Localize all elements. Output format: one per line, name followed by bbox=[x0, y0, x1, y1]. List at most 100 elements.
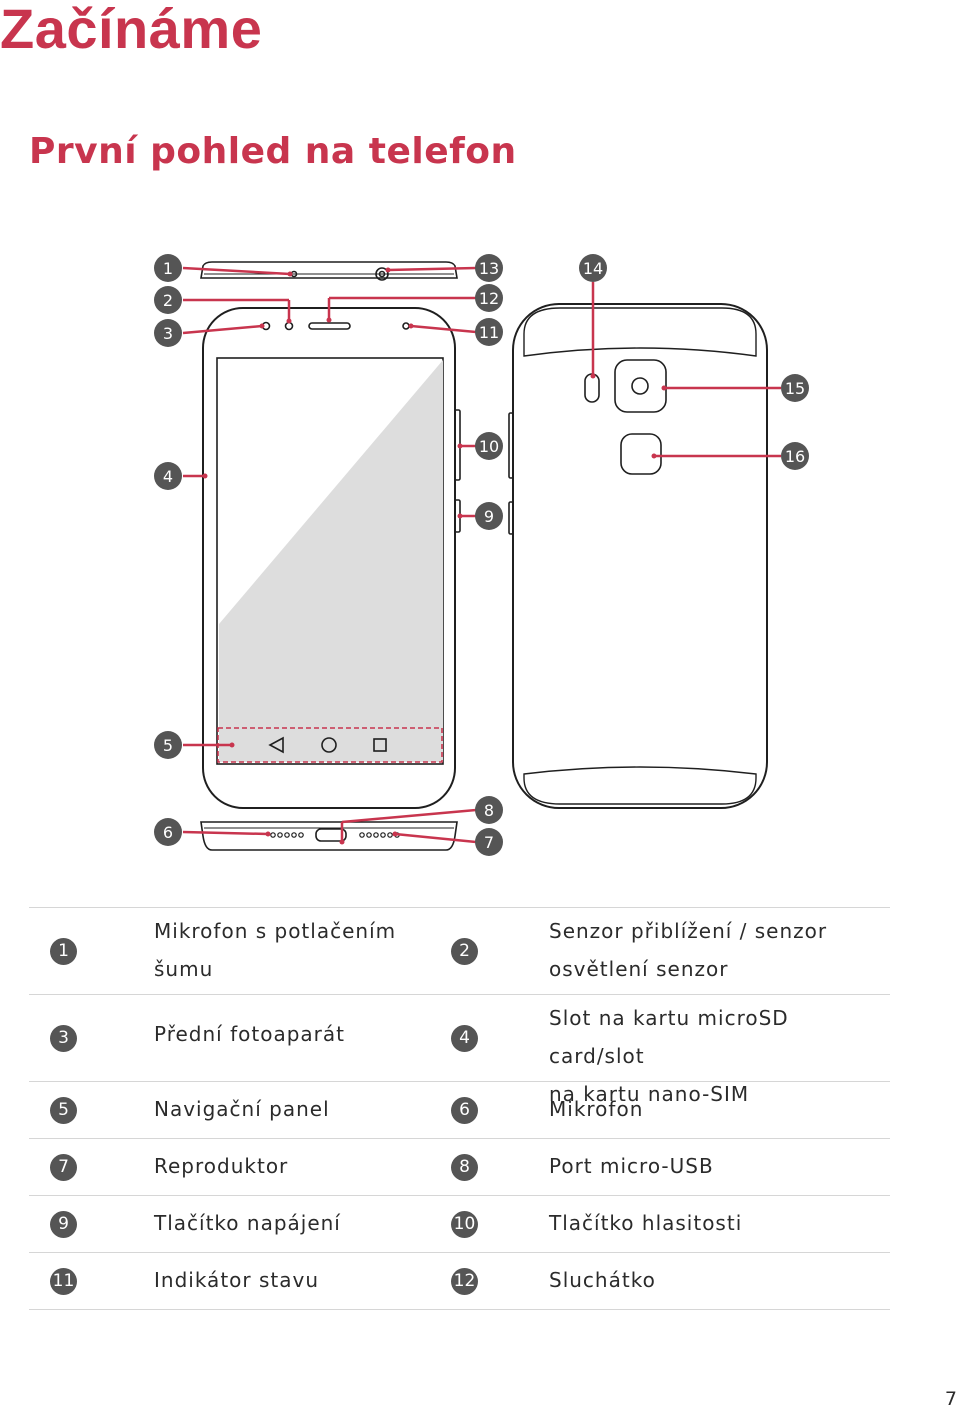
legend-text-line: Reproduktor bbox=[154, 1154, 289, 1178]
phone-top-edge bbox=[200, 261, 458, 279]
legend-number: 12 bbox=[451, 1268, 478, 1295]
legend-description: Slot na kartu microSD card/slot na kartu … bbox=[549, 999, 890, 1113]
legend-description: Port micro-USB bbox=[549, 1147, 714, 1185]
svg-text:3: 3 bbox=[163, 324, 173, 343]
legend-description: Senzor přiblížení / senzor osvětlení senz… bbox=[549, 912, 827, 988]
rear-camera-housing bbox=[614, 359, 667, 413]
callout-2: 2 bbox=[154, 286, 182, 314]
legend-number: 9 bbox=[50, 1211, 77, 1238]
callout-8: 8 bbox=[475, 796, 503, 824]
svg-text:16: 16 bbox=[785, 447, 805, 466]
legend-number: 8 bbox=[451, 1154, 478, 1181]
callout-12: 12 bbox=[475, 284, 503, 312]
page-number: 7 bbox=[944, 1388, 957, 1410]
callout-10: 10 bbox=[475, 432, 503, 460]
legend-description: Tlačítko hlasitosti bbox=[549, 1204, 742, 1242]
legend-text-line: Mikrofon s potlačením bbox=[154, 919, 397, 943]
legend-number: 1 bbox=[50, 938, 77, 965]
svg-text:12: 12 bbox=[479, 289, 499, 308]
legend-description: Sluchátko bbox=[549, 1261, 656, 1299]
legend-text-line: Port micro-USB bbox=[549, 1154, 714, 1178]
legend-description: Tlačítko napájení bbox=[154, 1204, 341, 1242]
callout-3: 3 bbox=[154, 319, 182, 347]
svg-text:5: 5 bbox=[163, 736, 173, 755]
legend-description: Indikátor stavu bbox=[154, 1261, 319, 1299]
legend-row: 3 Přední fotoaparát 4 Slot na kartu microSD… bbox=[29, 994, 890, 1106]
proximity-sensor-icon bbox=[284, 321, 294, 331]
svg-text:14: 14 bbox=[583, 259, 603, 278]
callout-16: 16 bbox=[781, 442, 809, 470]
callout-15: 15 bbox=[781, 374, 809, 402]
status-indicator-icon bbox=[402, 322, 410, 330]
svg-text:15: 15 bbox=[785, 379, 805, 398]
legend-text-line: Sluchátko bbox=[549, 1268, 656, 1292]
legend-number: 3 bbox=[50, 1025, 77, 1052]
legend-number: 11 bbox=[50, 1268, 77, 1295]
callout-1: 1 bbox=[154, 254, 182, 282]
speaker-holes bbox=[359, 832, 400, 838]
legend-description: Navigační panel bbox=[154, 1090, 330, 1128]
micro-usb-port-icon bbox=[315, 828, 347, 842]
nav-recent-icon bbox=[373, 738, 387, 752]
headset-jack-icon bbox=[375, 267, 389, 281]
legend-text-line: osvětlení senzor bbox=[549, 957, 729, 981]
legend-text-line: Přední fotoaparát bbox=[154, 1022, 345, 1046]
legend-row: 7 Reproduktor 8 Port micro-USB bbox=[29, 1138, 890, 1195]
legend-text-line: Slot na kartu microSD card/slot bbox=[549, 1006, 789, 1068]
legend-row: 11 Indikátor stavu 12 Sluchátko bbox=[29, 1252, 890, 1310]
legend-text-line: Mikrofon bbox=[549, 1097, 644, 1121]
back-side-button bbox=[508, 412, 514, 479]
callout-4: 4 bbox=[154, 462, 182, 490]
legend-number: 10 bbox=[451, 1211, 478, 1238]
legend-row: 1 Mikrofon s potlačením šumu 2 Senzor přiblí… bbox=[29, 907, 890, 994]
back-top-band bbox=[523, 307, 757, 357]
svg-text:7: 7 bbox=[484, 833, 494, 852]
svg-text:4: 4 bbox=[163, 467, 173, 486]
legend-text-line: Senzor přiblížení / senzor bbox=[549, 919, 828, 943]
legend-description: Mikrofon bbox=[549, 1090, 643, 1128]
earpiece-icon bbox=[308, 322, 351, 330]
svg-text:8: 8 bbox=[484, 801, 494, 820]
legend-description: Přední fotoaparát bbox=[154, 1015, 345, 1053]
callout-5: 5 bbox=[154, 731, 182, 759]
legend-description: Reproduktor bbox=[154, 1147, 288, 1185]
legend-text-line: na kartu nano-SIM bbox=[549, 1082, 750, 1106]
rear-camera-lens-icon bbox=[631, 377, 649, 395]
section-title: První pohled na telefon bbox=[29, 131, 517, 172]
legend-table: 1 Mikrofon s potlačením šumu 2 Senzor přiblí… bbox=[29, 907, 890, 1310]
back-bottom-band bbox=[523, 766, 757, 805]
callout-11: 11 bbox=[475, 318, 503, 346]
callout-7: 7 bbox=[475, 828, 503, 856]
svg-text:13: 13 bbox=[479, 259, 499, 278]
svg-text:1: 1 bbox=[163, 259, 173, 278]
legend-number: 5 bbox=[50, 1097, 77, 1124]
callout-6: 6 bbox=[154, 818, 182, 846]
legend-text-line: Indikátor stavu bbox=[154, 1268, 319, 1292]
chapter-title: Začínáme bbox=[0, 0, 263, 60]
legend-number: 7 bbox=[50, 1154, 77, 1181]
legend-text-line: šumu bbox=[154, 957, 214, 981]
nav-home-icon bbox=[321, 737, 337, 753]
svg-text:10: 10 bbox=[479, 437, 499, 456]
legend-number: 4 bbox=[451, 1025, 478, 1052]
legend-text-line: Tlačítko hlasitosti bbox=[549, 1211, 743, 1235]
screen-reflection bbox=[219, 360, 443, 762]
phone-back-body bbox=[512, 303, 768, 809]
legend-text-line: Navigační panel bbox=[154, 1097, 330, 1121]
nav-back-icon bbox=[268, 736, 284, 754]
legend-description: Mikrofon s potlačením šumu bbox=[154, 912, 396, 988]
legend-number: 6 bbox=[451, 1097, 478, 1124]
callout-14: 14 bbox=[579, 254, 607, 282]
mic-holes bbox=[270, 832, 304, 838]
callout-9: 9 bbox=[475, 502, 503, 530]
callout-13: 13 bbox=[475, 254, 503, 282]
svg-text:9: 9 bbox=[484, 507, 494, 526]
svg-text:2: 2 bbox=[163, 291, 173, 310]
legend-number: 2 bbox=[451, 938, 478, 965]
legend-row: 5 Navigační panel 6 Mikrofon bbox=[29, 1081, 890, 1138]
back-side-button-2 bbox=[508, 501, 514, 535]
legend-row: 9 Tlačítko napájení 10 Tlačítko hlasitosti bbox=[29, 1195, 890, 1252]
svg-text:11: 11 bbox=[479, 323, 499, 342]
